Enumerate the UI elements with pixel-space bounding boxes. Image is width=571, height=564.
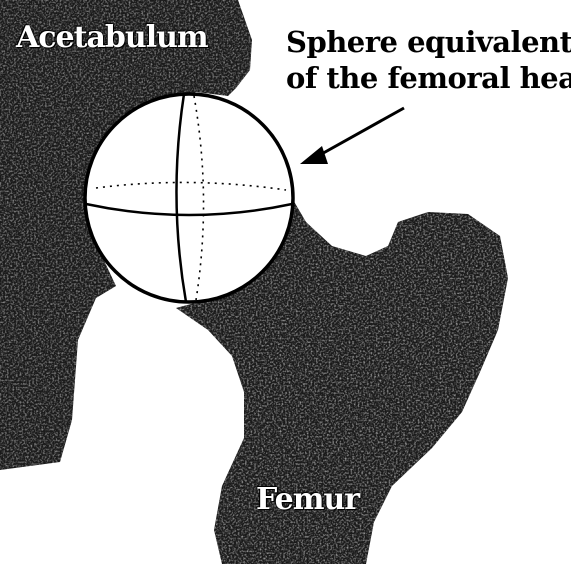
sphere-label-line-2: of the femoral head <box>286 60 571 96</box>
sphere-outline <box>85 94 293 302</box>
sphere-label-line-1: Sphere equivalent <box>286 24 571 60</box>
femur-label: Femur <box>256 482 359 517</box>
acetabulum-label: Acetabulum <box>16 20 208 55</box>
sphere-label: Sphere equivalent of the femoral head <box>286 24 571 96</box>
femoral-head-sphere <box>85 94 293 302</box>
